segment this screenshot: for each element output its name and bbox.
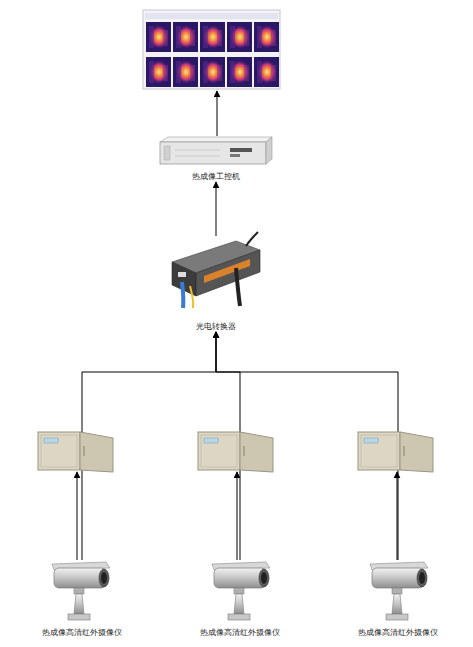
device-node: 热成像高清红外摄像仪 [188, 560, 292, 638]
camera-arrow [397, 472, 398, 560]
camera-arrow [237, 472, 238, 560]
device-node: 热成像高清红外摄像仪 [30, 560, 134, 638]
junction-box [38, 432, 113, 472]
node-label: 热成像高清红外摄像仪 [358, 628, 438, 638]
junction-box [358, 432, 433, 472]
signal-connector [216, 332, 398, 560]
industrial-pc [160, 137, 272, 164]
node-label: 热成像高清红外摄像仪 [42, 628, 122, 638]
device-node: 热成像高清红外摄像仪 [346, 560, 450, 638]
node-label: 热成像工控机 [192, 172, 240, 182]
node-label: 光电转换器 [196, 322, 236, 332]
display-arrow [217, 91, 218, 136]
device-node: 热成像工控机 [150, 136, 282, 182]
node-label: 热成像高清红外摄像仪 [200, 628, 280, 638]
monitor-screen [143, 10, 280, 89]
camera-arrow [77, 472, 78, 560]
junction-box [198, 432, 273, 472]
signal-connector [216, 332, 240, 560]
media-converter [172, 232, 260, 308]
device-node: 光电转换器 [165, 236, 267, 332]
signal-connector [216, 182, 217, 236]
signal-connector [82, 332, 216, 560]
thermal-camera [212, 562, 270, 620]
thermal-camera [370, 562, 428, 620]
thermal-camera [52, 562, 110, 620]
